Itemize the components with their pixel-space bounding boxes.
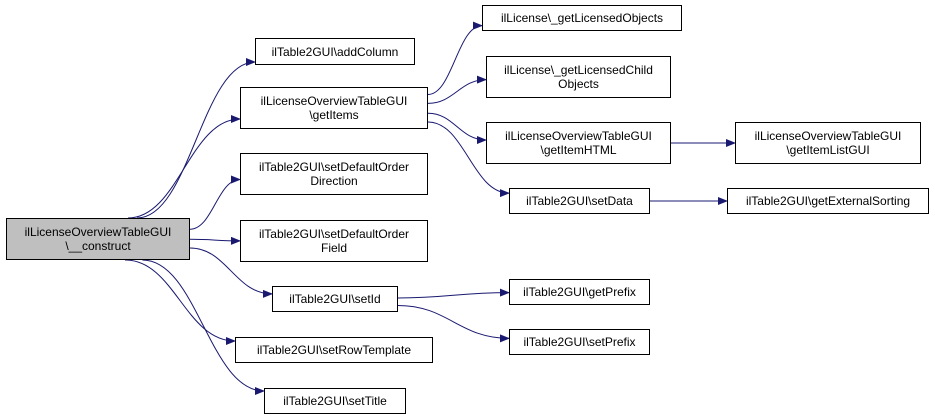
edge-getItems-to-getItemHTML — [427, 112, 487, 145]
node-get-licensed-objects-label: ilLicense\_getLicensedObjects — [500, 11, 664, 25]
node-set-row-template-label: ilTable2GUI\setRowTemplate — [256, 343, 412, 357]
node-set-default-order-field-line-1: ilTable2GUI\setDefaultOrder — [258, 227, 410, 241]
node-set-title-label: ilTable2GUI\setTitle — [283, 394, 387, 408]
node-get-items-line-1: ilLicenseOverviewTableGUI — [260, 94, 408, 108]
edge-setId-to-getPrefix — [397, 288, 510, 299]
edge-construct-to-getItems — [127, 115, 241, 219]
node-get-item-html-line-1: ilLicenseOverviewTableGUI — [505, 129, 652, 143]
node-add-column[interactable]: ilTable2GUI\addColumn — [255, 38, 415, 65]
edge-construct-to-setDefaultOrderDirection — [189, 175, 241, 230]
edge-getItems-to-getLicensedChildObjects — [427, 75, 487, 104]
edge-getItems-to-setData — [427, 121, 510, 198]
edge-construct-to-setId — [189, 247, 273, 298]
node-get-prefix[interactable]: ilTable2GUI\getPrefix — [509, 279, 650, 305]
edge-construct-to-addColumn — [136, 58, 256, 219]
node-get-item-list-gui-line-2: \getItemListGUI — [786, 143, 870, 157]
node-construct-line-1: ilLicenseOverviewTableGUI — [24, 225, 172, 239]
node-set-default-order-direction-line-2: Direction — [310, 174, 358, 188]
node-get-licensed-objects[interactable]: ilLicense\_getLicensedObjects — [482, 5, 682, 31]
node-set-row-template[interactable]: ilTable2GUI\setRowTemplate — [235, 337, 433, 363]
node-set-id-label: ilTable2GUI\setId — [289, 292, 381, 306]
node-get-items-line-2: \getItems — [309, 108, 359, 122]
node-set-id[interactable]: ilTable2GUI\setId — [272, 286, 398, 312]
node-set-title[interactable]: ilTable2GUI\setTitle — [264, 388, 406, 414]
node-get-item-html-line-2: \getItemHTML — [540, 143, 617, 157]
node-get-items[interactable]: ilLicenseOverviewTableGUI \getItems — [240, 87, 428, 129]
node-get-external-sorting[interactable]: ilTable2GUI\getExternalSorting — [727, 188, 929, 214]
edge-getItems-to-getLicensedObjects — [427, 21, 483, 95]
node-add-column-label: ilTable2GUI\addColumn — [271, 44, 399, 59]
node-set-default-order-direction-line-1: ilTable2GUI\setDefaultOrder — [258, 160, 410, 174]
node-set-default-order-field[interactable]: ilTable2GUI\setDefaultOrder Field — [240, 220, 428, 262]
node-set-data-label: ilTable2GUI\setData — [526, 194, 633, 208]
node-construct: ilLicenseOverviewTableGUI \__construct — [6, 218, 190, 260]
node-get-licensed-child-objects[interactable]: ilLicense\_getLicensedChild Objects — [486, 56, 671, 98]
node-get-item-html[interactable]: ilLicenseOverviewTableGUI \getItemHTML — [486, 122, 671, 164]
node-construct-line-2: \__construct — [65, 239, 131, 253]
node-set-prefix-label: ilTable2GUI\setPrefix — [523, 335, 636, 349]
node-set-data[interactable]: ilTable2GUI\setData — [509, 188, 650, 214]
node-get-prefix-label: ilTable2GUI\getPrefix — [523, 285, 636, 299]
node-get-licensed-child-objects-line-1: ilLicense\_getLicensedChild — [504, 63, 653, 77]
node-get-external-sorting-label: ilTable2GUI\getExternalSorting — [745, 194, 911, 208]
edge-construct-to-setRowTemplate — [124, 259, 236, 345]
edge-construct-to-setDefaultOrderField — [189, 236, 241, 245]
node-get-licensed-child-objects-line-2: Objects — [558, 77, 599, 91]
node-get-item-list-gui[interactable]: ilLicenseOverviewTableGUI \getItemListGU… — [735, 122, 921, 164]
node-set-prefix[interactable]: ilTable2GUI\setPrefix — [509, 329, 650, 355]
edge-construct-to-setTitle — [142, 259, 265, 395]
node-get-item-list-gui-line-1: ilLicenseOverviewTableGUI — [754, 129, 902, 143]
node-set-default-order-field-line-2: Field — [320, 241, 347, 255]
edge-setId-to-setPrefix — [397, 304, 510, 343]
node-set-default-order-direction[interactable]: ilTable2GUI\setDefaultOrder Direction — [240, 153, 428, 195]
